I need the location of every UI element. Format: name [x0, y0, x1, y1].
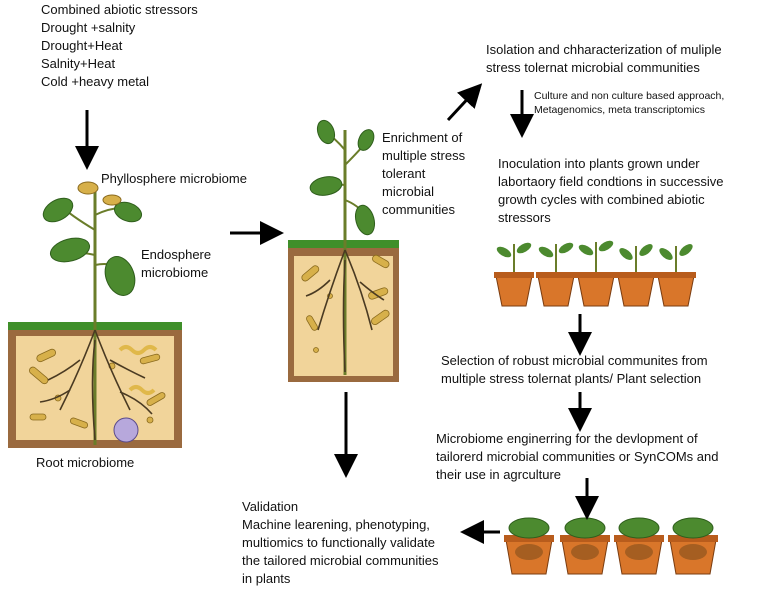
selection-step: Selection of robust microbial communites… [441, 353, 708, 386]
validation-step: Validation Machine learening, phenotypin… [242, 499, 439, 586]
middle-plant [305, 119, 385, 375]
stressor-item: Salnity+Heat [41, 56, 116, 71]
stressor-item: Drought +salnity [41, 20, 136, 35]
left-plant [39, 181, 153, 445]
engineering-step: Microbiome enginerring for the devlopmen… [436, 431, 719, 482]
stressors-block: Combined abiotic stressors Drought +saln… [41, 1, 198, 91]
stressors-title: Combined abiotic stressors [41, 2, 198, 17]
enrichment-label: Enrichment of multiple stress tolerant m… [382, 130, 466, 217]
endosphere-label: Endosphere microbiome [141, 247, 212, 280]
arrow-middle-to-isolation [446, 83, 483, 122]
stressor-item: Drought+Heat [41, 38, 123, 53]
root-label: Root microbiome [36, 455, 135, 470]
pots-row-2 [504, 517, 718, 575]
pots-row-1 [494, 240, 696, 307]
inoculation-step: Inoculation into plants grown under labo… [498, 156, 724, 225]
phyllosphere-label: Phyllosphere microbiome [101, 171, 247, 186]
approach-note: Culture and non culture based approach, … [534, 90, 725, 116]
isolation-step: Isolation and chharacterization of mulip… [486, 42, 722, 75]
stressor-item: Cold +heavy metal [41, 74, 150, 89]
